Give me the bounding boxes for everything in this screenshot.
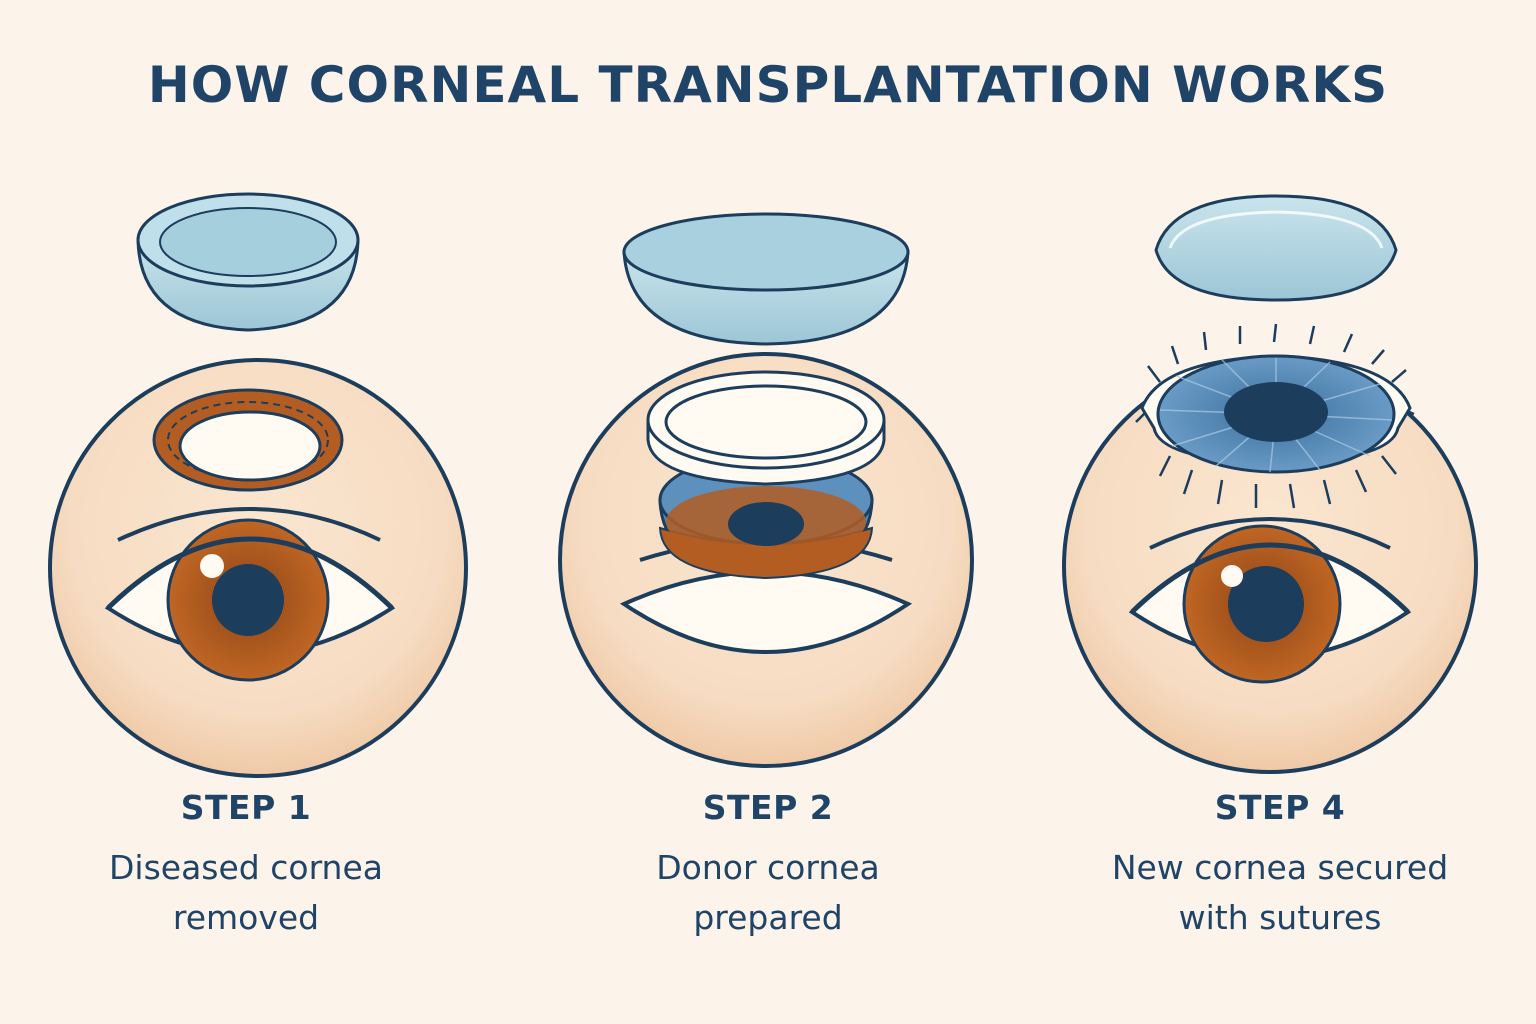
removed-cornea-ring-icon — [152, 388, 344, 492]
step-caption-line: Diseased cornea — [109, 848, 383, 887]
donor-lens-icon — [622, 212, 910, 346]
step-2-illustration — [558, 212, 974, 768]
step-caption-line: Donor cornea — [656, 848, 880, 887]
step-caption-line: removed — [172, 898, 320, 937]
step-caption: Diseased cornea removed — [36, 843, 456, 943]
page-title: HOW CORNEAL TRANSPLANTATION WORKS — [147, 56, 1389, 114]
step-caption-line: New cornea secured — [1111, 848, 1449, 887]
step-caption: New cornea secured with sutures — [1070, 843, 1490, 943]
step-number: STEP 1 — [180, 788, 312, 827]
step-1: STEP 1 Diseased cornea removed — [36, 788, 456, 943]
brown-iris-eye-icon — [1128, 517, 1412, 684]
step-1-illustration — [48, 192, 468, 778]
step-number: STEP 4 — [1214, 788, 1346, 827]
brown-iris-eye-icon — [104, 507, 396, 682]
step-2: STEP 2 Donor cornea prepared — [558, 788, 978, 943]
step-caption: Donor cornea prepared — [558, 843, 978, 943]
sutured-blue-cornea-icon — [1135, 323, 1415, 509]
step-caption-line: prepared — [693, 898, 843, 937]
step-4: STEP 4 New cornea secured with sutures — [1070, 788, 1490, 943]
step-caption-line: with sutures — [1178, 898, 1382, 937]
step-4-illustration — [1062, 194, 1478, 774]
lens-icon — [1154, 194, 1398, 302]
trephine-ring-icon — [646, 370, 886, 486]
lens-icon — [136, 192, 360, 332]
step-number: STEP 2 — [702, 788, 834, 827]
